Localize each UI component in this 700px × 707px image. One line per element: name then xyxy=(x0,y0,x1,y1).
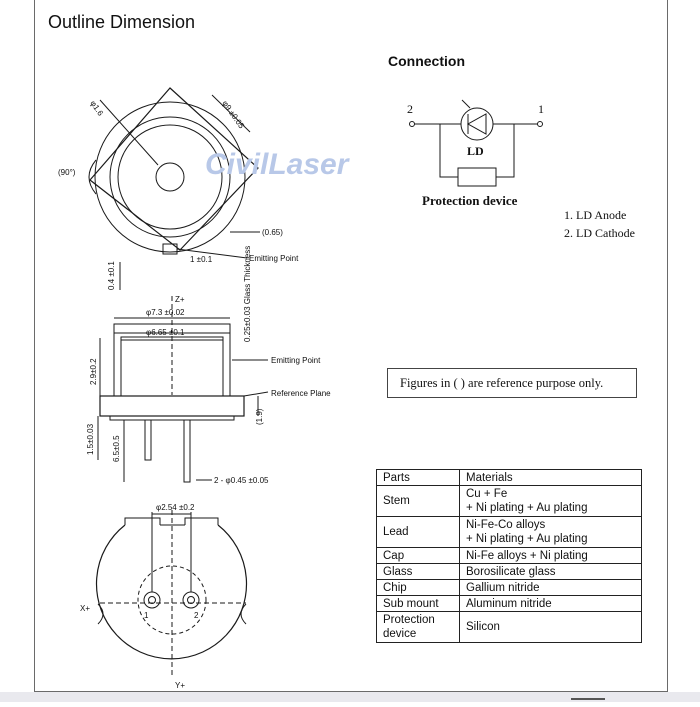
label-angle: (90°) xyxy=(58,168,76,177)
table-header-row: Parts Materials xyxy=(376,469,642,486)
pin-list: 1. LD Anode 2. LD Cathode xyxy=(564,206,635,242)
side-view xyxy=(97,296,269,483)
pin-circle xyxy=(137,565,207,635)
bottom-notch-right xyxy=(184,517,219,525)
bottom-flat-right xyxy=(240,603,247,625)
label-hole-dia: φ1.6 xyxy=(88,99,105,118)
lead-right xyxy=(183,419,191,483)
page-title: Outline Dimension xyxy=(48,12,196,32)
label-emitting-point-top: Emitting Point xyxy=(249,254,299,263)
label-pin-right: 1 xyxy=(538,102,544,116)
scroll-indicator[interactable] xyxy=(571,698,605,700)
ld-diode-symbol xyxy=(466,113,487,135)
bottom-notch-left xyxy=(124,517,161,525)
header-parts: Parts xyxy=(376,469,460,486)
watermark: CivilLaser xyxy=(205,148,351,181)
prot-wire-right xyxy=(496,124,515,178)
pin-list-item: 2. LD Cathode xyxy=(564,226,635,240)
top-inner-circle xyxy=(117,124,223,230)
outer-dim-line xyxy=(211,94,251,133)
angle-arc xyxy=(88,159,97,195)
material-cell: Ni-Fe-Co alloys + Ni plating + Au plating xyxy=(459,516,642,548)
table-row: Cap Ni-Fe alloys + Ni plating xyxy=(376,547,642,564)
stem-flange xyxy=(99,395,245,417)
part-cell: Chip xyxy=(376,579,460,596)
emit-leader xyxy=(176,248,248,259)
material-cell: Silicon xyxy=(459,611,642,643)
prot-wire-left xyxy=(439,124,458,178)
material-cell: Aluminum nitride xyxy=(459,595,642,612)
table-row: Stem Cu + Fe + Ni plating + Au plating xyxy=(376,485,642,517)
part-cell: Sub mount xyxy=(376,595,460,612)
table-row: Lead Ni-Fe-Co alloys + Ni plating + Au pl… xyxy=(376,516,642,548)
ref-leader xyxy=(243,391,269,397)
label-pin-2: 2 xyxy=(194,611,199,620)
label-lead-short: 1.5±0.03 xyxy=(86,423,95,455)
terminal-1 xyxy=(537,121,543,127)
label-cap-dia: φ7.3 ±0.02 xyxy=(146,308,185,317)
label-height: 2.9±0.2 xyxy=(89,358,98,385)
pin-list-item: 1. LD Anode xyxy=(564,208,627,222)
reference-note: Figures in ( ) are reference purpose onl… xyxy=(387,368,637,398)
label-ld: LD xyxy=(467,144,484,158)
bottom-view xyxy=(95,510,248,676)
material-cell: Gallium nitride xyxy=(459,579,642,596)
label-stem-height: (1.9) xyxy=(255,408,264,425)
header-materials: Materials xyxy=(459,469,642,486)
top-square-body xyxy=(89,87,259,251)
ld-emit-arrow xyxy=(461,99,471,109)
part-cell: Glass xyxy=(376,563,460,580)
terminal-2 xyxy=(409,121,415,127)
material-line: + Ni plating + Au plating xyxy=(466,533,588,545)
label-notch-depth: 0.4 ±0.1 xyxy=(107,261,116,290)
pin-2-inner xyxy=(187,596,195,604)
label-y-axis: Y+ xyxy=(175,681,185,690)
hole-dim-line xyxy=(99,99,159,166)
top-mid-circle xyxy=(109,116,231,238)
label-pin-left: 2 xyxy=(407,102,413,116)
part-cell: Lead xyxy=(376,516,460,548)
pin-1-outer xyxy=(143,591,161,609)
pin-1-inner xyxy=(148,596,156,604)
label-lead-dia: 2 - φ0.45 ±0.05 xyxy=(214,476,269,485)
label-notch: 1 ±0.1 xyxy=(190,255,213,264)
connection-title: Connection xyxy=(388,53,465,69)
protection-device-box xyxy=(457,167,497,187)
part-cell: Protection device xyxy=(376,611,460,643)
label-pin-1: 1 xyxy=(144,611,149,620)
top-view xyxy=(88,87,260,290)
label-z-axis: Z+ xyxy=(175,295,185,304)
table-row: Sub mount Aluminum nitride xyxy=(376,595,642,612)
material-cell: Borosilicate glass xyxy=(459,563,642,580)
pin-2-outer xyxy=(182,591,200,609)
label-offset: (0.65) xyxy=(262,228,283,237)
table-row: Protection device Silicon xyxy=(376,611,642,643)
part-cell: Stem xyxy=(376,485,460,517)
material-line: Cu + Fe xyxy=(466,488,508,500)
material-cell: Cu + Fe + Ni plating + Au plating xyxy=(459,485,642,517)
label-protection-device: Protection device xyxy=(422,193,518,208)
label-emitting-point-side: Emitting Point xyxy=(271,356,321,365)
label-glass-thickness: 0.25±0.03 Glass Thickness xyxy=(243,246,252,342)
part-cell: Cap xyxy=(376,547,460,564)
bottom-flat-left xyxy=(97,603,104,625)
top-hole xyxy=(155,162,185,192)
label-window-dia: φ6.65 ±0.1 xyxy=(146,328,185,337)
materials-table: Parts Materials Stem Cu + Fe + Ni plating… xyxy=(376,469,642,643)
table-row: Chip Gallium nitride xyxy=(376,579,642,596)
material-line: Ni-Fe-Co alloys xyxy=(466,519,546,531)
window-bottom-bar xyxy=(0,692,700,702)
label-x-axis: X+ xyxy=(80,604,90,613)
label-reference-plane: Reference Plane xyxy=(271,389,331,398)
stem-base xyxy=(109,415,235,421)
top-outer-circle xyxy=(94,101,246,253)
lead-left xyxy=(144,419,152,461)
label-pitch: φ2.54 ±0.2 xyxy=(156,503,195,512)
table-row: Glass Borosilicate glass xyxy=(376,563,642,580)
material-cell: Ni-Fe alloys + Ni plating xyxy=(459,547,642,564)
material-line: + Ni plating + Au plating xyxy=(466,502,588,514)
label-lead-long: 6.5±0.5 xyxy=(112,435,121,462)
connection-diagram xyxy=(409,99,543,187)
